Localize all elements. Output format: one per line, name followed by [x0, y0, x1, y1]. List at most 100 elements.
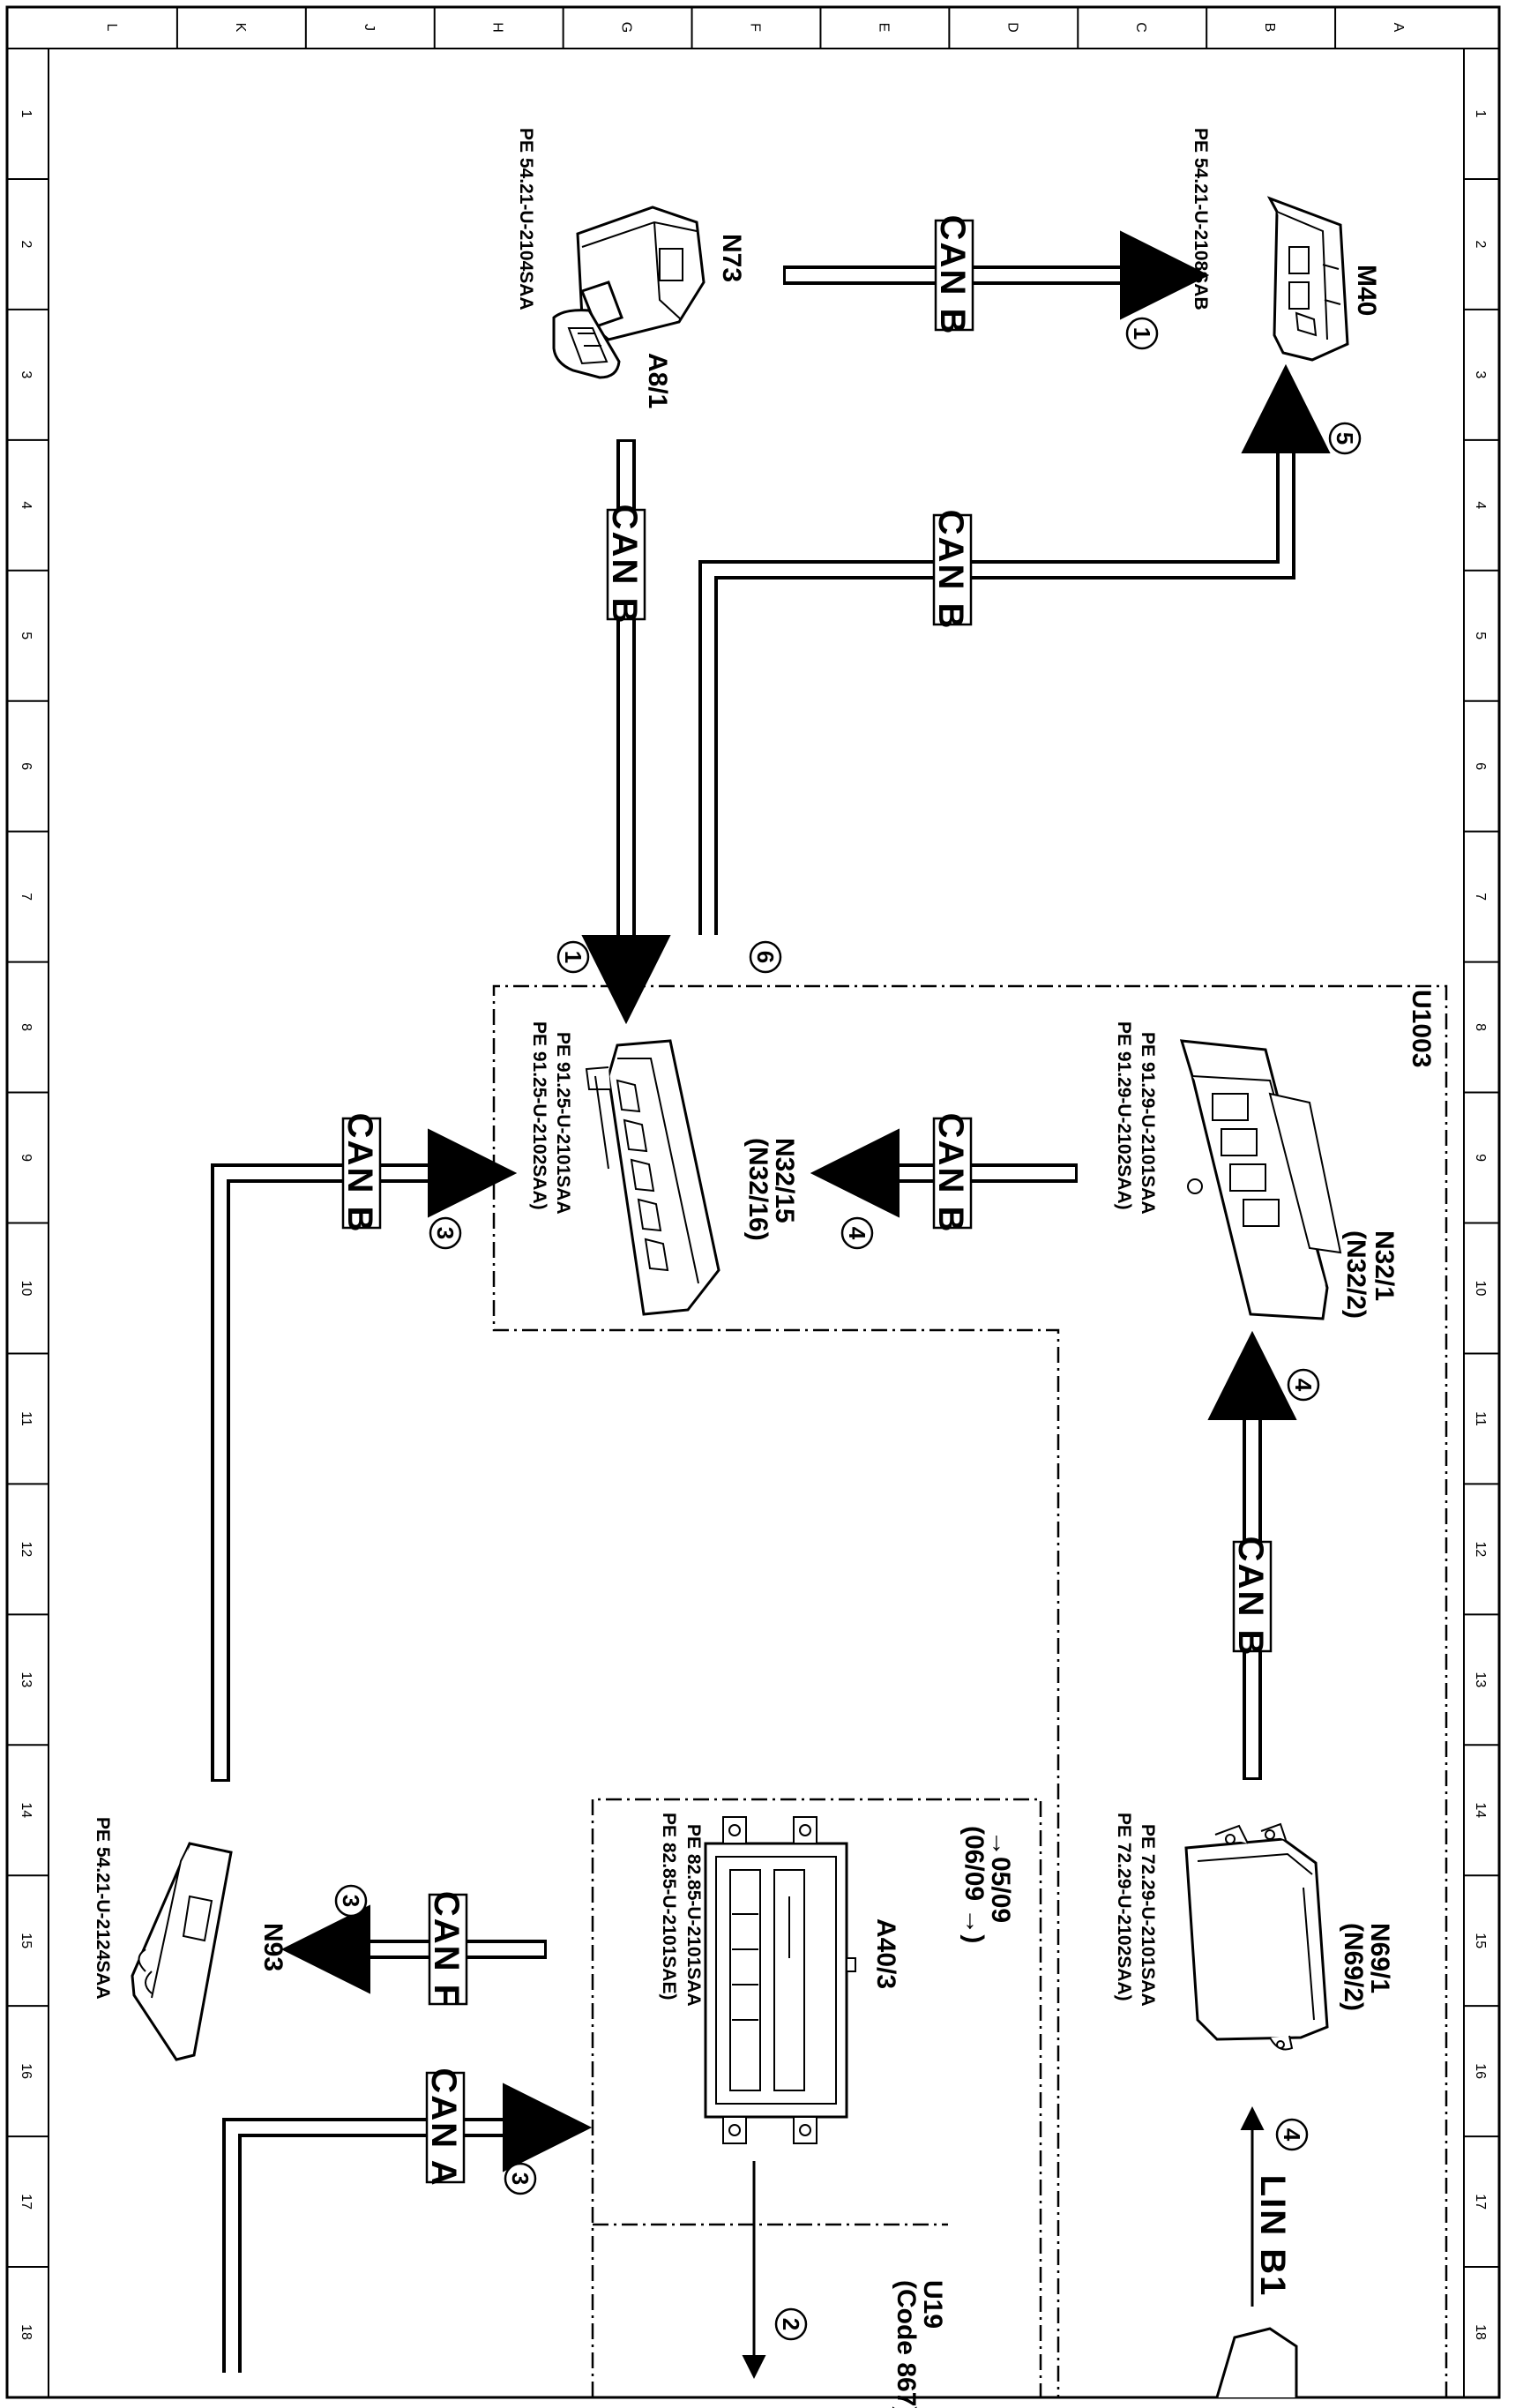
row-label-2: 2 [1473, 240, 1488, 248]
bus-label-can-b-n73-m40: CAN B [933, 215, 974, 336]
marker-4-n32-1: 4 [1287, 1368, 1320, 1402]
svg-text:5: 5 [1332, 432, 1358, 445]
n93-label: N93 [258, 1923, 287, 1971]
n32-1-ref1[interactable]: PE 91.29-U-2101SAA [1138, 1032, 1158, 1215]
n32-15-ref1[interactable]: PE 91.25-U-2101SAA [553, 1032, 573, 1215]
n73-ignition-switch-drawing [552, 206, 706, 379]
marker-4-n32-15: 4 [840, 1216, 874, 1250]
row-label-1: 1 [1473, 110, 1488, 118]
row-label-13: 13 [1473, 1671, 1488, 1687]
a8-1-label: A8/1 [643, 353, 672, 408]
bus-label-can-f: CAN F [427, 1891, 468, 2008]
row-label-8: 8 [1473, 1023, 1488, 1031]
row-label-11: 11 [1473, 1411, 1488, 1426]
bus-label-can-a: CAN A [424, 2068, 466, 2187]
svg-text:CAN A: CAN A [424, 2068, 463, 2187]
row-label-6: 6 [19, 762, 34, 770]
bus-label-can-b-m40-loop: CAN B [931, 510, 973, 631]
marker-3-can-a: 3 [504, 2162, 537, 2195]
row-label-15: 15 [19, 1933, 34, 1948]
svg-text:CAN B: CAN B [931, 1113, 970, 1234]
svg-text:1: 1 [560, 951, 586, 963]
svg-text:3: 3 [338, 1895, 364, 1907]
m40-connector-drawing [1266, 196, 1349, 362]
bus-label-can-b-n32-1: CAN B [931, 1113, 973, 1234]
n73-ref[interactable]: PE 54.21-U-2104SAA [516, 128, 536, 310]
a40-3-ref1[interactable]: PE 82.85-U-2101SAA [683, 1824, 704, 2007]
marker-3-n32-15: 3 [429, 1216, 462, 1250]
n93-module-drawing [131, 1842, 233, 2061]
row-label-5: 5 [1473, 632, 1488, 639]
svg-text:CAN F: CAN F [427, 1891, 466, 2008]
n32-1-ref2[interactable]: PE 91.29-U-2102SAA) [1114, 1021, 1134, 1210]
row-label-16: 16 [19, 2063, 34, 2079]
row-label-11: 11 [19, 1411, 34, 1426]
row-label-7: 7 [19, 893, 34, 901]
n69-1-ref2[interactable]: PE 72.29-U-2102SAA) [1114, 1813, 1134, 2001]
u19-code: (Code 867) [892, 2280, 921, 2408]
n93-ref[interactable]: PE 54.21-U-2124SAA [93, 1817, 113, 2000]
n69-1-ref1[interactable]: PE 72.29-U-2101SAA [1138, 1824, 1158, 2007]
marker-1-m40: 1 [1125, 317, 1159, 350]
a40-3-ref2[interactable]: PE 82.85-U-2101SAE) [659, 1813, 679, 2000]
row-label-18: 18 [19, 2324, 34, 2340]
svg-text:CAN B: CAN B [933, 215, 972, 336]
svg-text:4: 4 [844, 1227, 870, 1240]
column-label-e: E [876, 23, 891, 33]
svg-text:CAN B: CAN B [605, 505, 644, 625]
svg-text:4: 4 [1279, 2128, 1305, 2142]
u1003-label: U1003 [1407, 990, 1436, 1067]
svg-text:6: 6 [752, 951, 779, 963]
m40-ref[interactable]: PE 54.21-U-2108SAB [1191, 128, 1211, 310]
svg-text:1: 1 [1129, 327, 1155, 340]
column-label-a: A [1391, 23, 1406, 33]
column-label-j: J [362, 24, 377, 31]
wire-n32-15-m40 [698, 363, 1331, 935]
row-label-17: 17 [19, 2194, 34, 2210]
row-label-13: 13 [19, 1671, 34, 1687]
marker-4-lin-b1: 4 [1275, 2118, 1309, 2151]
svg-text:2: 2 [778, 2318, 804, 2330]
row-label-5: 5 [19, 632, 34, 639]
a40-3-unit-drawing [704, 1816, 856, 2144]
row-label-10: 10 [1473, 1281, 1488, 1297]
a40-3-label: A40/3 [871, 1918, 900, 1989]
u19-label: U19 [918, 2280, 947, 2329]
n32-15-label: N32/15 [770, 1138, 799, 1223]
a40-3-boundary [591, 1798, 1042, 2397]
n32-1-label: N32/1 [1370, 1230, 1399, 1301]
n69-1-label: N69/1 [1365, 1923, 1394, 1993]
row-label-9: 9 [1473, 1154, 1488, 1162]
row-label-18: 18 [1473, 2324, 1488, 2340]
row-label-17: 17 [1473, 2194, 1488, 2210]
svg-text:LIN B1: LIN B1 [1253, 2175, 1292, 2298]
column-label-f: F [748, 23, 763, 32]
n32-15-ref2[interactable]: PE 91.25-U-2102SAA) [529, 1021, 549, 1210]
row-label-14: 14 [1473, 1802, 1488, 1818]
column-label-k: K [233, 23, 248, 33]
wire-can-a [222, 2083, 593, 2373]
n69-2-label: (N69/2) [1339, 1923, 1368, 2011]
row-label-3: 3 [19, 370, 34, 378]
n32-1-module-drawing [1179, 1039, 1342, 1320]
row-label-3: 3 [1473, 370, 1488, 378]
column-label-c: C [1133, 22, 1148, 33]
bus-label-lin-b1: LIN B1 [1253, 2175, 1292, 2298]
n32-15-module-drawing [585, 1039, 720, 1316]
svg-text:3: 3 [507, 2172, 534, 2185]
row-label-16: 16 [1473, 2063, 1488, 2079]
svg-text:CAN B: CAN B [340, 1113, 379, 1234]
row-label-7: 7 [1473, 893, 1488, 901]
n32-2-label: (N32/2) [1341, 1230, 1370, 1319]
marker-1-n32-15: 1 [556, 940, 590, 974]
row-label-6: 6 [1473, 762, 1488, 770]
a40-3-date-until: →05/09 [986, 1830, 1015, 1923]
column-label-g: G [619, 22, 634, 33]
n69-1-module-drawing [1184, 1822, 1329, 2051]
row-label-8: 8 [19, 1023, 34, 1031]
svg-text:CAN B: CAN B [931, 510, 970, 631]
row-label-2: 2 [19, 240, 34, 248]
